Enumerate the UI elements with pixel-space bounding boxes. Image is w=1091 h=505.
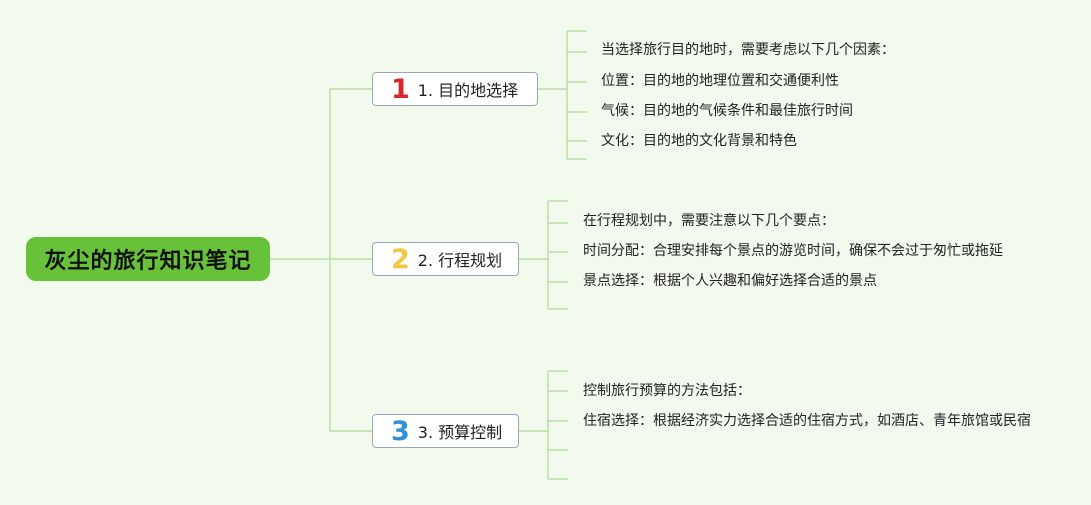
leaf-item[interactable]: 文化：目的地的文化背景和特色 — [601, 133, 797, 149]
leaf-item[interactable]: 时间分配：合理安排每个景点的游览时间，确保不会过于匆忙或拖延 — [583, 243, 1003, 259]
leaf-item[interactable]: 当选择旅行目的地时，需要考虑以下几个因素： — [601, 42, 895, 58]
leaf-item[interactable]: 位置：目的地的地理位置和交通便利性 — [601, 73, 839, 89]
number-two-icon: 2 — [391, 243, 410, 275]
branch-budget[interactable]: 3 3. 预算控制 — [372, 414, 519, 448]
leaf-item[interactable]: 住宿选择：根据经济实力选择合适的住宿方式，如酒店、青年旅馆或民宿 — [583, 413, 1031, 429]
number-one-icon: 1 — [391, 73, 410, 105]
branch-label: 2. 行程规划 — [417, 251, 503, 270]
branch3-leaf-connector — [519, 371, 549, 479]
leaf-item[interactable]: 在行程规划中，需要注意以下几个要点： — [583, 213, 835, 229]
number-three-icon: 3 — [391, 415, 410, 447]
branch-label: 1. 目的地选择 — [417, 81, 519, 100]
branch-destination[interactable]: 1 1. 目的地选择 — [372, 72, 538, 106]
root-topic[interactable]: 灰尘的旅行知识笔记 — [26, 237, 270, 281]
leaf-item[interactable]: 控制旅行预算的方法包括： — [583, 383, 751, 399]
root-title: 灰尘的旅行知识笔记 — [44, 249, 252, 274]
leaf-item[interactable]: 景点选择：根据个人兴趣和偏好选择合适的景点 — [583, 273, 877, 289]
leaf-item[interactable]: 气候：目的地的气候条件和最佳旅行时间 — [601, 103, 853, 119]
branch-label: 3. 预算控制 — [417, 423, 503, 442]
branch-itinerary[interactable]: 2 2. 行程规划 — [372, 242, 519, 276]
branch1-leaf-connector — [538, 31, 568, 159]
branch2-leaf-connector — [519, 201, 549, 309]
